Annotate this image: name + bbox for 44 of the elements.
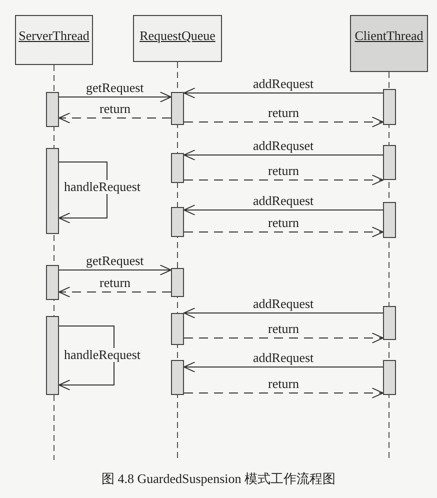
activation-bar	[46, 265, 59, 300]
message-label: handleRequest	[62, 348, 143, 362]
message-label: handleRequest	[62, 180, 143, 194]
message-arrow	[184, 204, 384, 216]
return-arrow	[184, 332, 384, 344]
return-arrow	[184, 226, 384, 238]
message-arrow	[184, 150, 384, 160]
message-label: addRequest	[251, 351, 316, 365]
message-label: addRequest	[251, 77, 316, 91]
return-arrow	[184, 174, 384, 186]
activation-bar	[383, 145, 396, 180]
message-label: addRequest	[251, 297, 316, 311]
activation-bar	[383, 360, 396, 395]
activation-bar	[383, 202, 396, 238]
activation-bar	[46, 316, 59, 395]
message-arrow	[184, 362, 384, 372]
figure-caption: 图 4.8 GuardedSuspension 模式工作流程图	[100, 470, 336, 488]
message-label: addRequest	[251, 194, 316, 208]
return-arrow	[184, 388, 384, 398]
activation-bar	[171, 268, 184, 297]
activation-bar	[171, 92, 184, 125]
activation-bar	[171, 313, 184, 345]
activation-bar	[383, 306, 396, 340]
message-arrow	[184, 308, 384, 318]
activation-bar	[171, 153, 184, 183]
activation-bar	[383, 89, 396, 125]
activation-bar	[171, 207, 184, 237]
message-label: getRequest	[84, 254, 146, 268]
message-arrow	[184, 88, 384, 98]
return-arrow	[58, 112, 172, 124]
object-box: RequestQueue	[133, 15, 222, 62]
object-box: ClientThread	[350, 15, 428, 72]
message-arrow	[58, 264, 172, 276]
object-box: ServerThread	[15, 15, 93, 65]
activation-bar	[171, 360, 184, 395]
return-arrow	[58, 286, 172, 298]
message-label: addRequset	[251, 139, 316, 153]
self-call-arrow	[58, 162, 108, 224]
return-arrow	[184, 116, 384, 128]
activation-bar	[46, 148, 59, 234]
message-arrow	[58, 92, 172, 102]
self-call-arrow	[58, 326, 114, 390]
activation-bar	[46, 92, 59, 127]
message-label: getRequest	[84, 81, 146, 95]
